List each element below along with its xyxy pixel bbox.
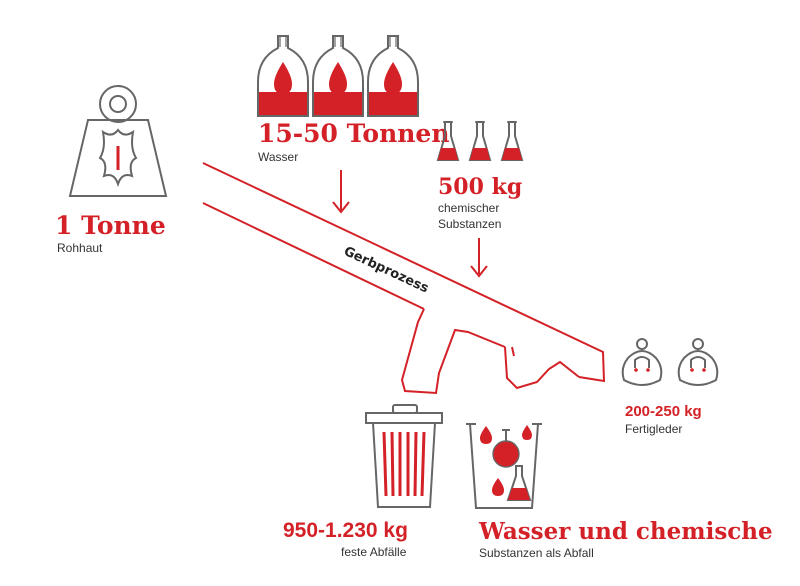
water-bottles <box>257 35 419 117</box>
weight-with-leather-icon <box>68 85 168 197</box>
water-bottle-icon <box>367 35 419 117</box>
rawhide-label: Rohhaut <box>57 241 103 255</box>
water-bottle-icon <box>257 35 309 117</box>
water-amount: 15-50 Tonnen <box>258 119 450 148</box>
solid-waste-amount: 950-1.230 kg <box>283 519 408 542</box>
leather-amount: 200-250 kg <box>625 403 702 420</box>
trash-can-icon <box>365 404 443 508</box>
water-bottle-icon <box>312 35 364 117</box>
chemicals-arrow-icon <box>470 238 488 278</box>
chemicals-label-line1: chemischer <box>438 201 499 215</box>
liquid-waste-title: Wasser und chemische <box>478 518 773 545</box>
process-label: Gerbprozess <box>341 244 431 296</box>
chemicals-label-line2: Substanzen <box>438 217 501 231</box>
water-label: Wasser <box>258 150 298 164</box>
flask-icon <box>500 121 524 161</box>
bucket-with-chemicals-icon <box>466 423 542 509</box>
leather-output <box>621 338 719 386</box>
flask-icon <box>436 121 460 161</box>
process-chute <box>202 162 606 395</box>
round-flask-icon <box>492 429 520 468</box>
chemicals-amount: 500 kg <box>438 174 522 200</box>
flask-icon <box>468 121 492 161</box>
leather-bag-icon <box>677 338 719 386</box>
liquid-waste-label: Substanzen als Abfall <box>479 546 594 560</box>
leather-label: Fertigleder <box>625 422 682 436</box>
rawhide-amount: 1 Tonne <box>55 211 166 240</box>
water-arrow-icon <box>332 170 350 214</box>
solid-waste-label: feste Abfälle <box>341 545 407 559</box>
leather-bag-icon <box>621 338 663 386</box>
flasks <box>436 121 524 161</box>
conical-flask-icon <box>506 465 532 501</box>
